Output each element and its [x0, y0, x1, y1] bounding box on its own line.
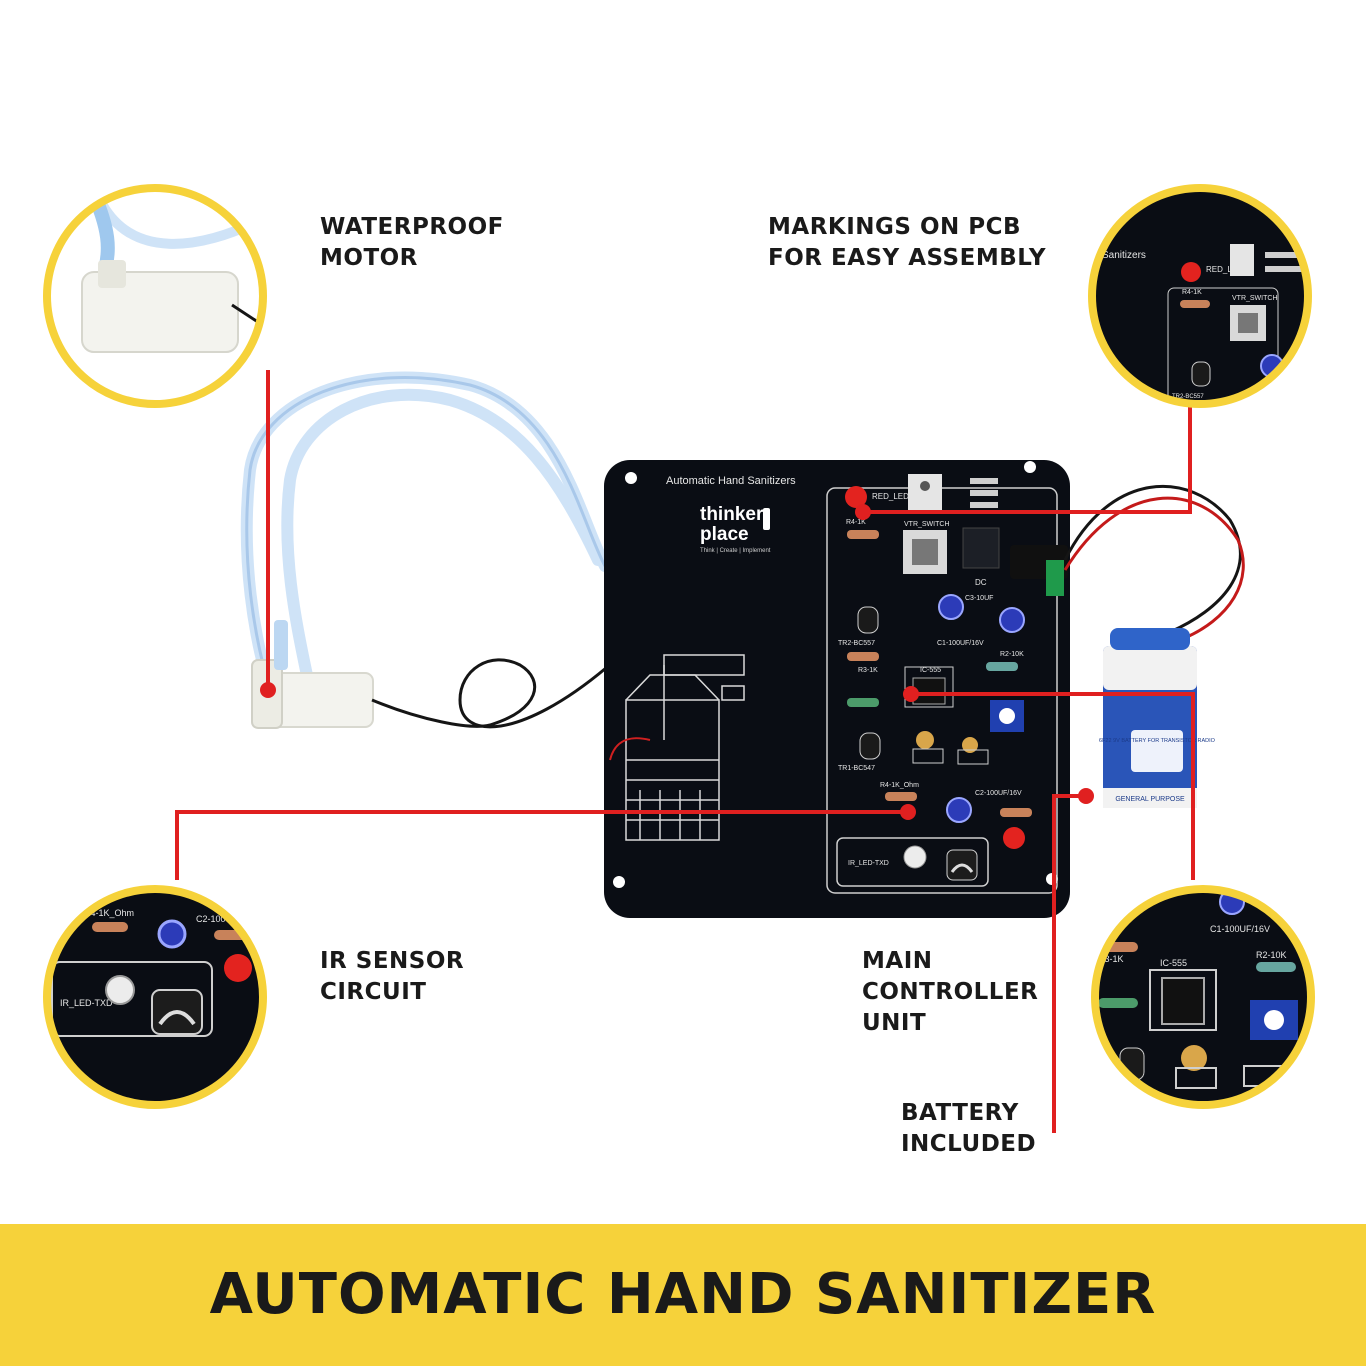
brand-tagline: Think | Create | Implement	[700, 548, 771, 554]
banner-title: AUTOMATIC HAND SANITIZER	[209, 1262, 1157, 1327]
inset-label-r3: R3-1K	[1098, 954, 1124, 964]
resistor-r1	[847, 698, 879, 707]
callout-line: INCLUDED	[901, 1131, 1037, 1157]
inset-brand-text: Sanitizers	[1102, 250, 1146, 261]
callout-line: WATERPROOF	[320, 214, 504, 240]
voltage-regulator	[908, 474, 942, 512]
pcb-label-red-led: RED_LED	[872, 492, 909, 501]
zoom-inset-ir: R4-1K_Ohm C2-100UF IR_LED-TXD	[43, 885, 267, 1109]
inset-label-switch: VTR_SWITCH	[1232, 295, 1278, 302]
inset-label-c1: C1-100UF/16V	[1210, 924, 1270, 934]
callout-dots	[260, 504, 1094, 820]
pcb-label-r4-bottom: R4-1K_Ohm	[880, 782, 919, 789]
callout-line: CONTROLLER	[862, 979, 1039, 1005]
brand-logo-line2: place	[700, 524, 749, 545]
inset-label-tr2: TR2-BC557	[1172, 394, 1204, 400]
brand-flask-icon	[763, 508, 770, 530]
capacitor-c3	[938, 594, 964, 620]
battery-wires	[1063, 484, 1245, 642]
inset-label-c2: C2-100UF	[196, 914, 238, 924]
callout-line: UNIT	[862, 1010, 927, 1036]
pcb-label-c3: C3-10UF	[965, 595, 993, 602]
resistor-r4-bottom	[885, 792, 917, 801]
inset-label-r2: R2-10K	[1256, 950, 1287, 960]
resistor-r3	[847, 652, 879, 661]
pcb-label-ic: IC-555	[920, 667, 941, 674]
ceramic-capacitor-b	[962, 737, 978, 753]
callout-pcb-markings: MARKINGS ON PCB FOR EASY ASSEMBLY	[768, 212, 1046, 274]
inset-label-ir-led: IR_LED-TXD	[60, 998, 113, 1008]
motor-wire	[371, 658, 607, 729]
callout-line: MAIN	[862, 948, 933, 974]
zoom-inset-markings: Sanitizers RED_LE R4-1K VTR_SWITCH TR2-B…	[1088, 184, 1312, 408]
resistor-r4	[847, 530, 879, 539]
pcb-label-c2: C2-100UF/16V	[975, 790, 1022, 797]
inset-label-r4: R4-1K	[1182, 289, 1202, 296]
pcb-label-r4: R4-1K	[846, 519, 866, 526]
ir-led	[903, 845, 927, 869]
inset-label-ic: IC-555	[1160, 958, 1187, 968]
battery-type-text: GENERAL PURPOSE	[1115, 796, 1185, 803]
transistor-tr1	[859, 732, 881, 760]
zoom-inset-controller: C1-100UF/16V IC-555 R3-1K R2-10K	[1091, 885, 1315, 1109]
pcb-label-tr1: TR1-BC547	[838, 765, 875, 772]
capacitor-c2	[946, 797, 972, 823]
pcb-board: Automatic Hand Sanitizers thinker place …	[604, 460, 1070, 918]
pcb-label-c1: C1-100UF/16V	[937, 640, 984, 647]
zoom-inset-motor	[43, 184, 267, 408]
ic-555-chip	[912, 677, 946, 705]
pcb-label-ir-led: IR_LED-TXD	[848, 860, 889, 867]
ic-outline	[904, 666, 954, 708]
capacitor-c1	[999, 607, 1025, 633]
callout-line: IR SENSOR	[320, 948, 465, 974]
callout-line: CIRCUIT	[320, 979, 427, 1005]
silicone-tube	[240, 371, 611, 701]
callout-main-controller: MAIN CONTROLLER UNIT	[862, 946, 1038, 1039]
callout-lines	[175, 370, 1195, 1133]
battery-badge-text: 6F22 9V BATTERY FOR TRANSISTOR RADIO	[1099, 738, 1216, 744]
callout-waterproof-motor: WATERPROOF MOTOR	[320, 212, 504, 274]
pump-motor	[251, 620, 374, 729]
pcb-label-r2: R2-10K	[1000, 651, 1024, 658]
brand-logo-line1: thinker	[700, 504, 764, 525]
callout-ir-sensor: IR SENSOR CIRCUIT	[320, 946, 464, 1008]
ceramic-capacitor-a	[916, 731, 934, 749]
callout-line: MARKINGS ON PCB	[768, 214, 1022, 240]
resistor-bottom-right	[1000, 808, 1032, 817]
callout-line: BATTERY	[901, 1100, 1019, 1126]
inset-label-red-led: RED_LE	[1206, 265, 1237, 274]
silk-bottle-drawing	[625, 654, 745, 841]
title-banner	[0, 1224, 1366, 1366]
dc-jack	[962, 527, 1000, 569]
pcb-label-tr2: TR2-BC557	[838, 640, 875, 647]
pcb-label-switch: VTR_SWITCH	[904, 521, 950, 528]
inset-label-r4-bottom: R4-1K_Ohm	[84, 908, 134, 918]
callout-battery: BATTERY INCLUDED	[901, 1098, 1036, 1160]
battery-9v: 6F22 9V BATTERY FOR TRANSISTOR RADIO GEN…	[1099, 628, 1216, 808]
red-led-bottom	[1003, 827, 1025, 849]
callout-line: MOTOR	[320, 245, 418, 271]
resistor-r2	[986, 662, 1018, 671]
pcb-label-r3: R3-1K	[858, 667, 878, 674]
transistor-tr2	[857, 606, 879, 634]
pcb-label-dc: DC	[975, 578, 987, 587]
ir-zone-outline	[836, 837, 989, 887]
green-terminal	[1046, 560, 1064, 596]
callout-line: FOR EASY ASSEMBLY	[768, 245, 1046, 271]
red-led-top	[845, 486, 867, 508]
pcb-title: Automatic Hand Sanitizers	[666, 475, 796, 487]
